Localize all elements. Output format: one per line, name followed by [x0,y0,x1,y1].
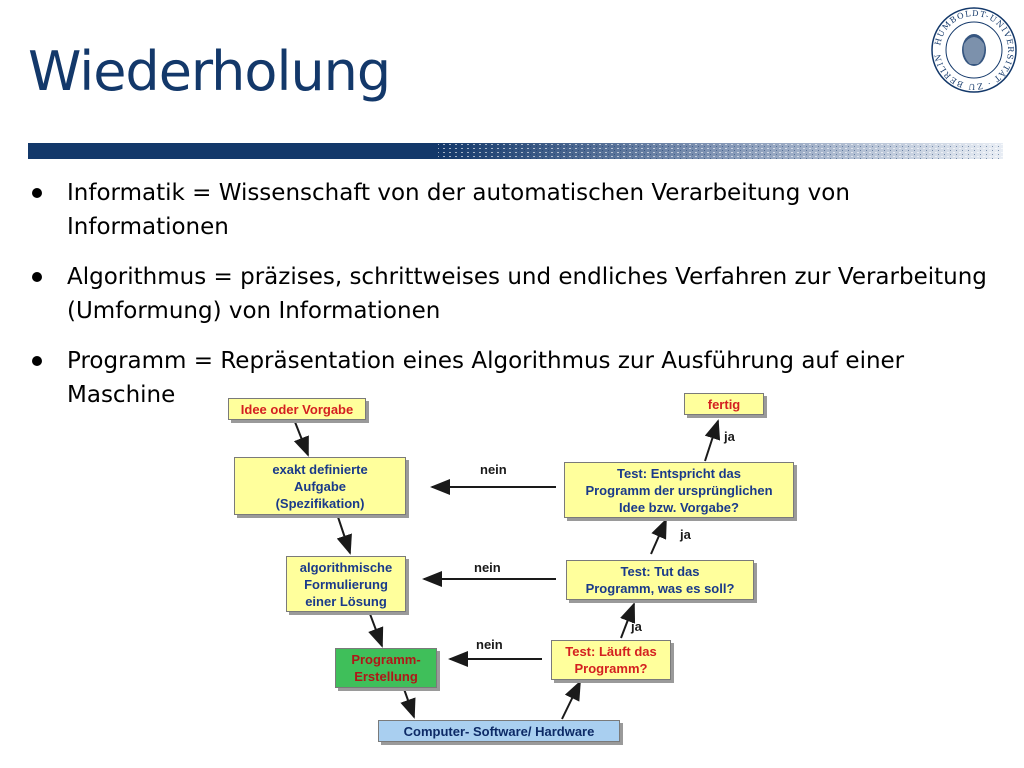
arrow-aufgabe-to-formulierung [336,516,352,555]
arrow-formulierung-to-erstellung [368,613,384,648]
arrow-test3-to-test2 [620,602,636,639]
label-nein-1: nein [480,462,507,477]
bullet-dot [32,272,42,282]
label-ja-3: ja [631,619,642,634]
arrow-test2-to-test1 [650,518,667,555]
bullet-algorithmus: Algorithmus = präzises, schrittweises un… [32,260,992,328]
flow-arrows [293,419,721,720]
box-aufgabe: exakt definierte Aufgabe (Spezifikation) [234,457,406,515]
box-computer-hardware: Computer- Software/ Hardware [378,720,620,742]
university-seal-logo: HUMBOLDT-UNIVERSITÄT · ZU BERLIN · [930,6,1017,93]
box-formulierung: algorithmische Formulierung einer Lösung [286,556,406,612]
arrow-idee-to-aufgabe [293,421,309,457]
title-underline-bar [28,143,1003,159]
label-nein-3: nein [476,637,503,652]
label-nein-2: nein [474,560,501,575]
bullet-dot [32,188,42,198]
box-fertig: fertig [684,393,764,415]
arrow-hardware-to-test3 [561,680,581,720]
box-test-entspricht: Test: Entspricht das Programm der ursprü… [564,462,794,518]
bullet-informatik: Informatik = Wissenschaft von der automa… [32,176,992,244]
development-flow-diagram: Idee oder Vorgabe exakt definierte Aufga… [218,389,802,747]
label-ja-1: ja [724,429,735,444]
label-ja-2: ja [680,527,691,542]
arrow-test1-to-fertig [704,419,721,462]
bullet-list: Informatik = Wissenschaft von der automa… [32,176,992,428]
arrow-erstellung-to-hardware [400,688,416,719]
box-idee-oder-vorgabe: Idee oder Vorgabe [228,398,366,420]
slide-title: Wiederholung [28,40,391,103]
box-programm-erstellung: Programm- Erstellung [335,648,437,688]
box-test-tut: Test: Tut das Programm, was es soll? [566,560,754,600]
bullet-programm: Programm = Repräsentation eines Algorith… [32,344,992,412]
box-test-laeuft: Test: Läuft das Programm? [551,640,671,680]
bullet-dot [32,356,42,366]
